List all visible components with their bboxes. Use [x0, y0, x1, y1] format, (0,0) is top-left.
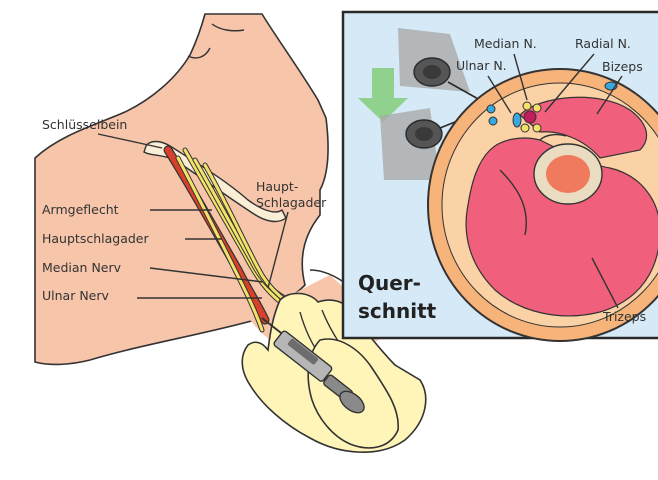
- inset-title-line1: Quer-: [358, 271, 421, 295]
- cross-section-inset: Median N. Radial N. Ulnar N. Bizeps Triz…: [343, 12, 658, 341]
- nerve-dot-2: [533, 104, 541, 112]
- label-main-artery-1: Haupt-: [256, 179, 298, 194]
- label-ulnar: Ulnar Nerv: [42, 288, 109, 303]
- inset-title-line2: schnitt: [358, 299, 437, 323]
- nerve-dot-3: [521, 124, 529, 132]
- ulnar-vein: [487, 105, 495, 113]
- inset-label-triceps: Trizeps: [602, 309, 646, 324]
- label-clavicle: Schlüsselbein: [42, 117, 127, 132]
- nerve-dot-4: [533, 124, 541, 132]
- inset-label-biceps: Bizeps: [602, 59, 643, 74]
- ulnar-vein-2: [489, 117, 497, 125]
- inset-label-median: Median N.: [474, 36, 537, 51]
- inset-label-ulnar: Ulnar N.: [456, 58, 507, 73]
- label-median: Median Nerv: [42, 260, 122, 275]
- median-nerve-dot: [523, 102, 531, 110]
- inset-label-radial: Radial N.: [575, 36, 631, 51]
- vein-section: [513, 113, 521, 127]
- artery-section: [524, 111, 536, 123]
- label-artery: Hauptschlagader: [42, 231, 149, 246]
- label-main-artery-2: Schlagader: [256, 195, 327, 210]
- bone-marrow: [546, 155, 590, 193]
- label-plexus: Armgeflecht: [42, 202, 119, 217]
